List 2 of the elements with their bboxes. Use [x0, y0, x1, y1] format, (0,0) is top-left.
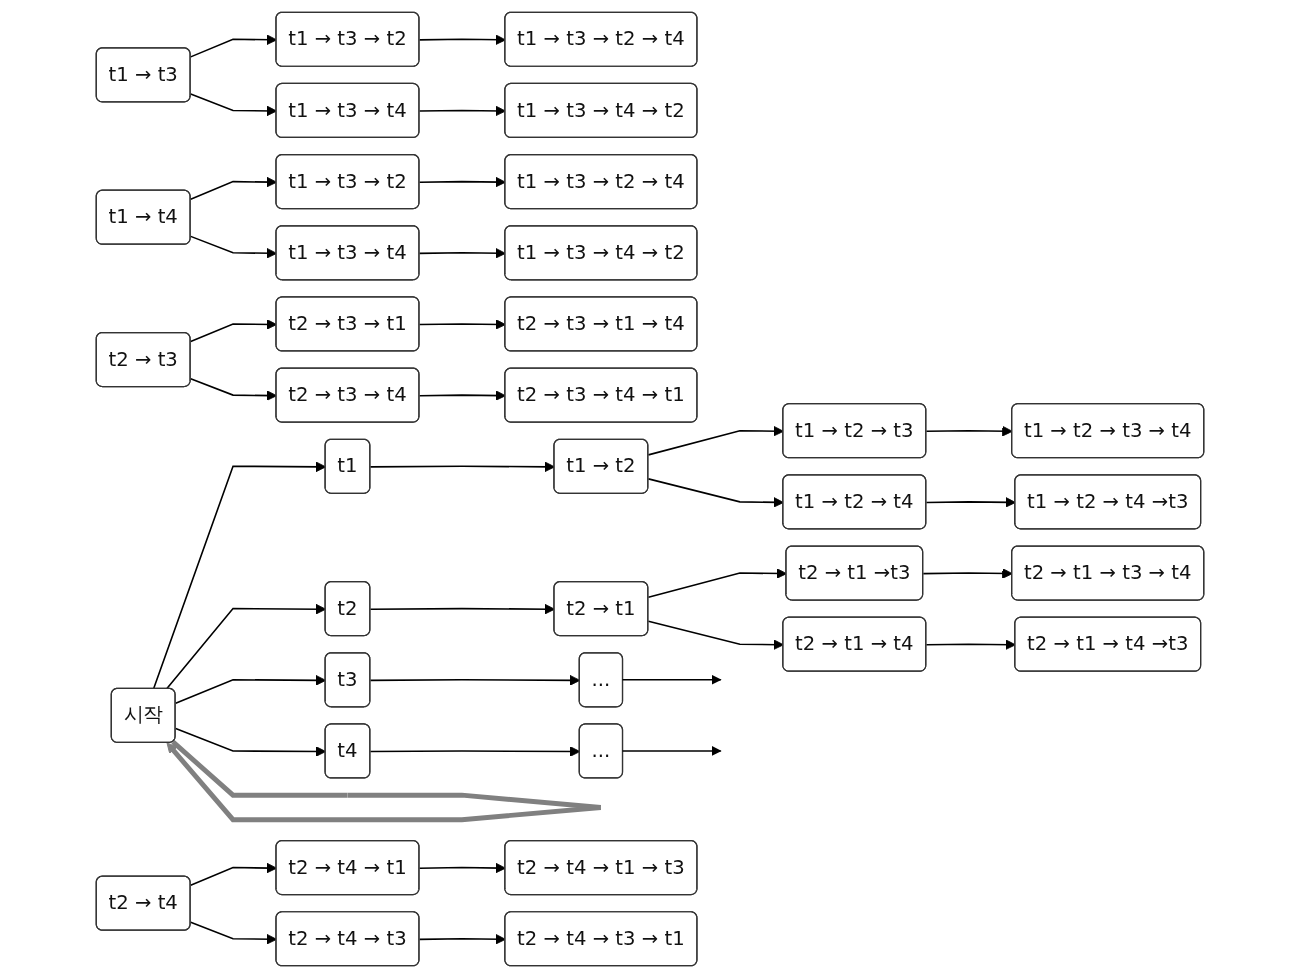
- arrow: [621, 674, 722, 685]
- arrow: [621, 746, 722, 756]
